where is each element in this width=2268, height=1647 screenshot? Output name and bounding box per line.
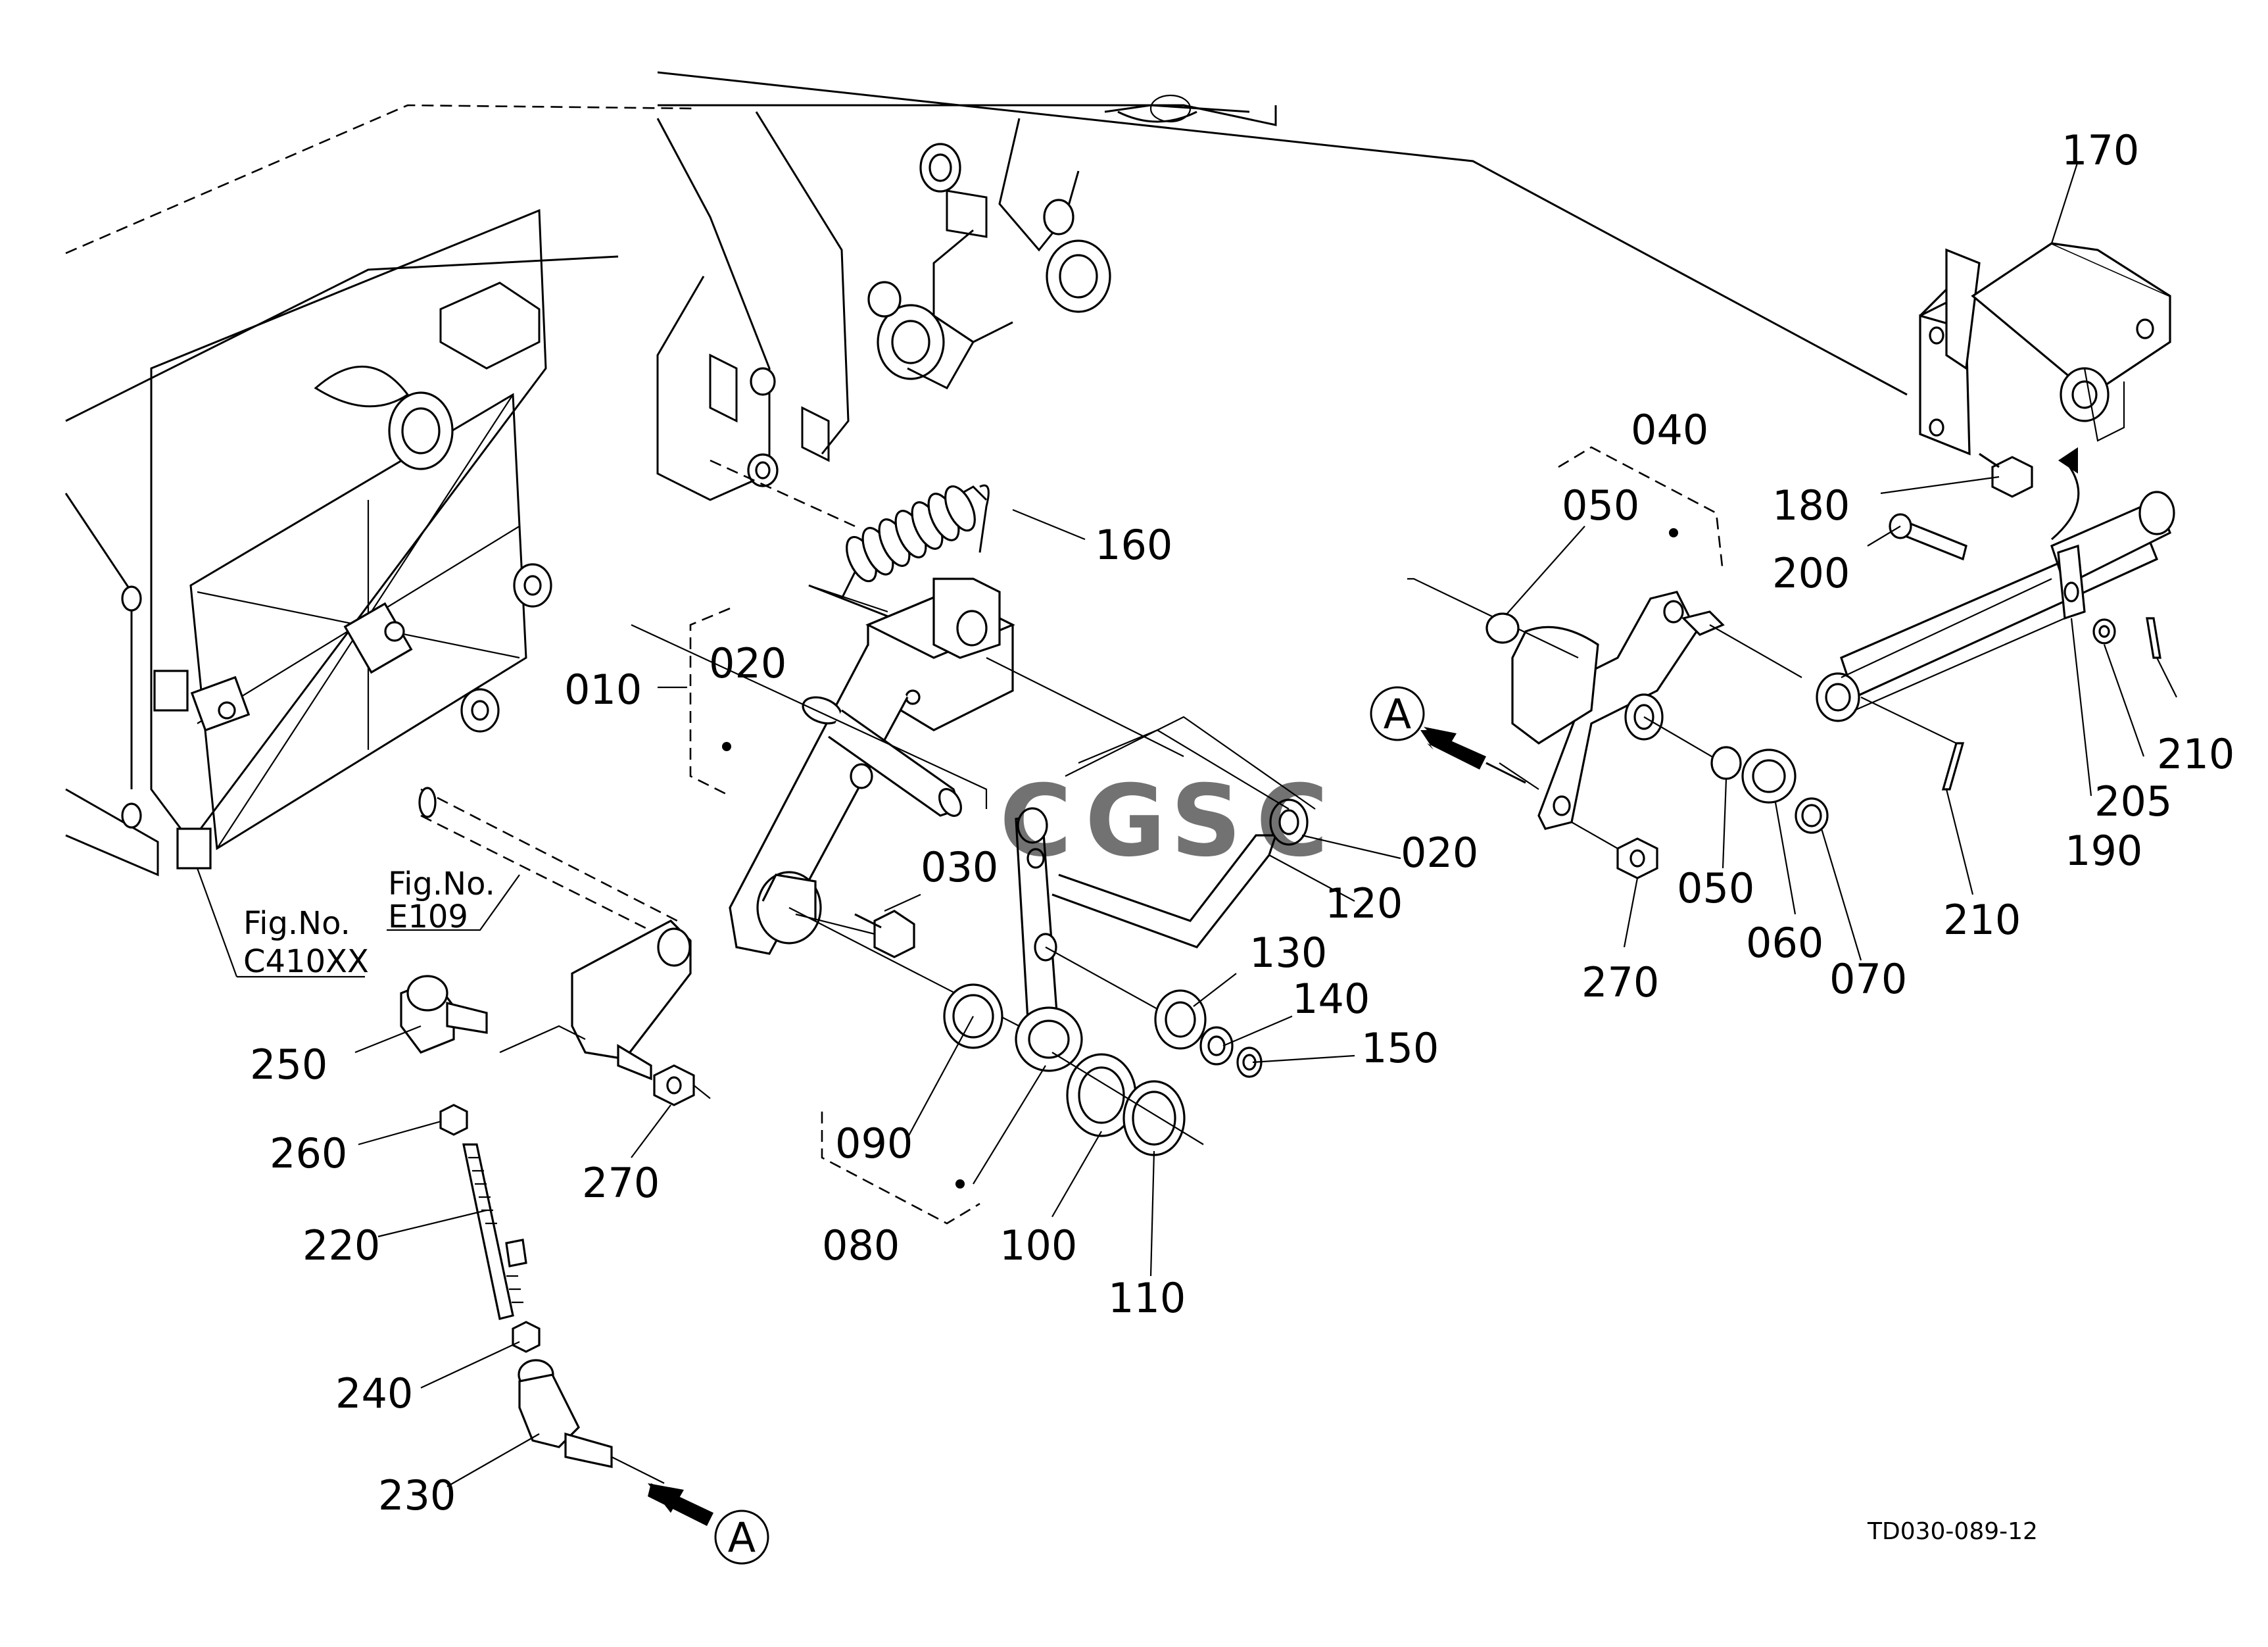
threaded-rod-220 bbox=[462, 1143, 527, 1320]
bearing-130 bbox=[1154, 989, 1207, 1050]
watermark-letter: S bbox=[1170, 764, 1242, 879]
callout-130: 130 bbox=[1249, 929, 1327, 977]
leader-lines bbox=[354, 160, 2177, 1487]
callout-170: 170 bbox=[2062, 126, 2139, 174]
nut-150 bbox=[1236, 1046, 1263, 1078]
washer-140 bbox=[1199, 1026, 1234, 1066]
ball-joint-250 bbox=[400, 975, 488, 1054]
bolt-030 bbox=[795, 910, 915, 958]
callout-080: 080 bbox=[822, 1221, 900, 1269]
callout-050-upper: 050 bbox=[1562, 481, 1639, 529]
nut-260 bbox=[439, 1104, 468, 1136]
callout-030: 030 bbox=[921, 843, 998, 891]
bolt-180 bbox=[1979, 453, 2033, 498]
bushing-050-upper bbox=[1485, 612, 1520, 644]
callout-020-lower: 020 bbox=[1401, 829, 1478, 877]
fig-ref-e109: Fig.No. E109 bbox=[387, 866, 520, 935]
callout-070: 070 bbox=[1829, 955, 1907, 1003]
callout-labels: 010 020 020 030 040 050 050 060 070 080 … bbox=[250, 126, 2234, 1519]
callout-230: 230 bbox=[378, 1471, 456, 1519]
callout-250: 250 bbox=[250, 1041, 327, 1089]
washer-205 bbox=[2092, 618, 2116, 645]
callout-240: 240 bbox=[335, 1369, 413, 1417]
callout-010: 010 bbox=[564, 666, 642, 714]
watermark-letter: C bbox=[1000, 764, 1072, 879]
washer-060 bbox=[1741, 749, 1797, 804]
bushing-050-lower bbox=[1710, 746, 1742, 780]
callout-205: 205 bbox=[2094, 777, 2172, 825]
fig-ref-e109-number: E109 bbox=[388, 898, 468, 935]
callout-160: 160 bbox=[1095, 521, 1172, 569]
callout-120: 120 bbox=[1325, 879, 1403, 927]
nut-270-arm bbox=[1571, 822, 1658, 879]
return-spring-160 bbox=[657, 71, 1908, 646]
callout-270-left: 270 bbox=[582, 1159, 660, 1207]
fig-ref-c410xx: Fig.No. C410XX bbox=[196, 868, 369, 980]
fig-ref-c410xx-label: Fig.No. bbox=[243, 905, 350, 942]
watermark-letter: G bbox=[1085, 764, 1166, 879]
view-marker-a-top: A bbox=[1370, 686, 1526, 784]
callout-050-lower: 050 bbox=[1677, 864, 1754, 912]
callout-140: 140 bbox=[1292, 975, 1370, 1023]
group-bracket-040 bbox=[1558, 446, 1724, 573]
lever-assembly-010 bbox=[631, 578, 1184, 1027]
callout-150: 150 bbox=[1361, 1024, 1439, 1072]
transmission-housing bbox=[64, 94, 1277, 877]
callout-020-upper: 020 bbox=[709, 639, 786, 687]
spring-cylinder-190 bbox=[1816, 491, 2175, 722]
washer-100 bbox=[1066, 1053, 1137, 1137]
group-bracket-080 bbox=[821, 1112, 980, 1225]
pin-200 bbox=[1889, 513, 1967, 561]
fig-ref-e109-label: Fig.No. bbox=[388, 866, 495, 902]
callout-270-arm: 270 bbox=[1581, 958, 1659, 1006]
group-bracket-010 bbox=[658, 607, 731, 797]
callout-210-right: 210 bbox=[2157, 730, 2234, 778]
callout-220: 220 bbox=[302, 1221, 380, 1269]
shift-lever-arm bbox=[418, 787, 692, 1081]
callout-210-left: 210 bbox=[1943, 896, 2021, 944]
callout-040: 040 bbox=[1631, 406, 1708, 454]
cotter-pin-210-right bbox=[2146, 617, 2161, 659]
nut-270-left bbox=[653, 1064, 711, 1106]
cotter-pin-210-left bbox=[1860, 697, 1965, 791]
snap-ring-070 bbox=[1795, 797, 1829, 834]
callout-100: 100 bbox=[1000, 1221, 1077, 1269]
view-marker-a-top-label: A bbox=[1384, 690, 1411, 738]
link-arm-120 bbox=[1015, 716, 1316, 1072]
arm-assembly-040 bbox=[1407, 578, 1802, 830]
ball-joint-230 bbox=[518, 1359, 665, 1484]
view-marker-a-bottom-label: A bbox=[728, 1513, 756, 1561]
callout-110: 110 bbox=[1108, 1274, 1186, 1322]
callout-090: 090 bbox=[835, 1119, 913, 1168]
snap-ring-110 bbox=[1051, 1052, 1204, 1156]
fig-ref-c410xx-number: C410XX bbox=[243, 943, 369, 980]
bracket-170 bbox=[1919, 242, 2171, 541]
callout-260: 260 bbox=[270, 1129, 347, 1177]
document-code: TD030-089-12 bbox=[1867, 1518, 2038, 1545]
callout-200: 200 bbox=[1772, 549, 1850, 597]
nut-240 bbox=[512, 1321, 541, 1353]
watermark-letter: C bbox=[1256, 764, 1328, 879]
callout-060: 060 bbox=[1746, 919, 1823, 967]
callout-180: 180 bbox=[1772, 481, 1850, 529]
view-marker-a-bottom: A bbox=[648, 1483, 769, 1565]
callout-190: 190 bbox=[2065, 827, 2142, 875]
